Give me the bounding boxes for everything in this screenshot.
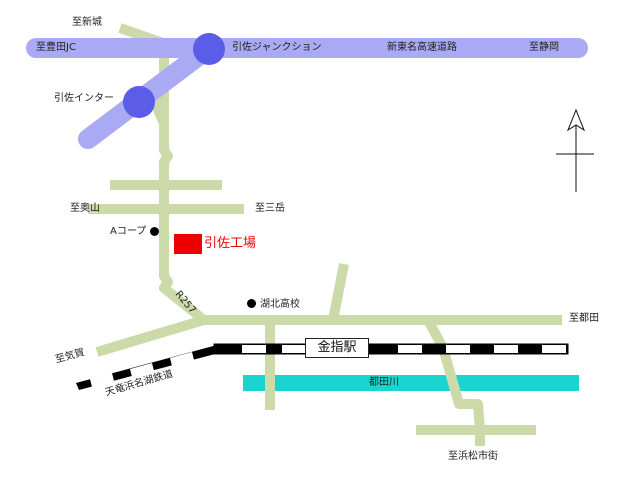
label-north: 至新城: [72, 17, 102, 28]
label-school: 湖北高校: [260, 299, 300, 310]
north-arrow-icon: [556, 108, 594, 192]
label-toyota-jc: 至豊田JC: [36, 42, 76, 53]
railway-track: [76, 343, 569, 390]
label-factory: 引佐工場: [204, 236, 257, 251]
factory-marker: [174, 234, 202, 254]
label-shizuoka: 至静岡: [529, 42, 559, 53]
interchange-node: [123, 86, 155, 118]
label-interchange: 引佐インター: [54, 93, 114, 104]
river-toda: [243, 375, 579, 391]
label-junction: 引佐ジャンクション: [232, 42, 322, 53]
road-kiga: [95, 315, 206, 357]
junction-node: [193, 33, 225, 65]
label-river: 都田川: [369, 377, 399, 388]
road-r257: [159, 186, 208, 324]
label-hamamatsu: 至浜松市街: [448, 451, 498, 462]
label-expressway: 新東名高速道路: [387, 42, 457, 53]
label-coop: Aコープ: [110, 226, 147, 237]
station-kanasashi: 金指駅: [305, 338, 369, 358]
road-north-east: [328, 263, 349, 321]
label-mitake: 至三岳: [255, 203, 285, 214]
road-hamamatsu: [423, 317, 485, 431]
coop-marker: [150, 227, 159, 236]
label-toda-east: 至都田: [569, 313, 599, 324]
school-marker: [247, 299, 256, 308]
label-okuyama: 至奥山: [70, 203, 100, 214]
